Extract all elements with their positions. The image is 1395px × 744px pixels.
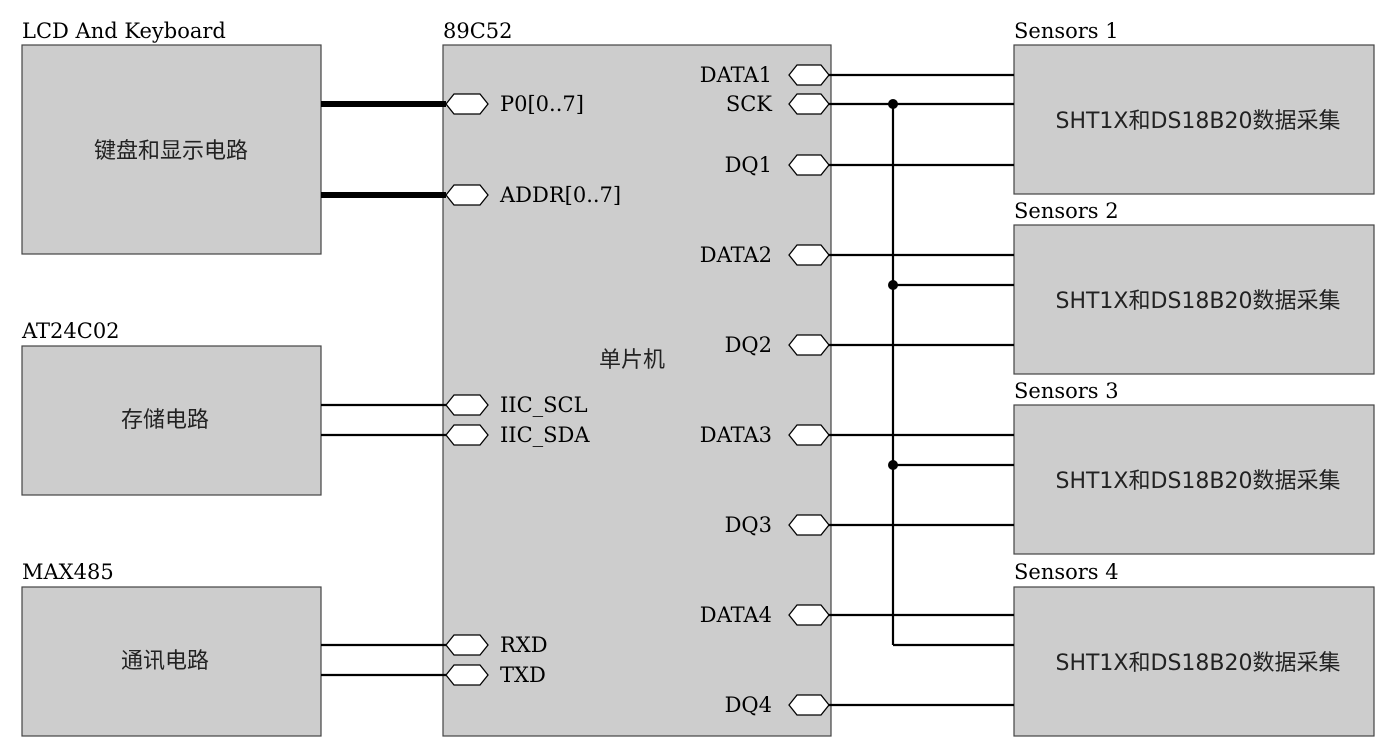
mcu-right-ports: DATA1 SCK DQ1 DATA2 DQ2 DATA3 DQ3 DATA4 … xyxy=(700,63,830,717)
sensor-box-4 xyxy=(1013,586,1375,737)
sensor-label-4: SHT1X和DS18B20数据采集 xyxy=(1055,651,1340,676)
lcd-keyboard-title: LCD And Keyboard xyxy=(22,19,226,43)
sensor-block-2: Sensors 2 SHT1X和DS18B20数据采集 xyxy=(1013,199,1375,375)
right-wires xyxy=(829,73,1014,707)
port-label-dq4: DQ4 xyxy=(725,693,772,717)
port-label-p0: P0[0..7] xyxy=(500,92,584,116)
lcd-keyboard-label: 键盘和显示电路 xyxy=(94,139,248,164)
mcu-title: 89C52 xyxy=(443,19,513,43)
port-label-data3: DATA3 xyxy=(700,423,772,447)
eeprom-title: AT24C02 xyxy=(21,319,120,343)
sensor-box-1 xyxy=(1013,44,1375,195)
sensor-block-3: Sensors 3 SHT1X和DS18B20数据采集 xyxy=(1013,379,1375,555)
port-data1 xyxy=(788,64,830,86)
sensor-box-3 xyxy=(1013,404,1375,555)
sensor-label-2: SHT1X和DS18B20数据采集 xyxy=(1055,289,1340,314)
eeprom-block: AT24C02 存储电路 xyxy=(21,319,322,496)
port-label-dq3: DQ3 xyxy=(725,513,772,537)
mcu-label: 单片机 xyxy=(599,348,665,373)
port-label-rxd: RXD xyxy=(500,633,548,657)
port-dq2 xyxy=(788,334,830,356)
sensor-box-2 xyxy=(1013,224,1375,375)
port-label-data2: DATA2 xyxy=(700,243,772,267)
eeprom-box xyxy=(21,345,322,496)
lcd-keyboard-box xyxy=(21,44,322,255)
sensor-label-1: SHT1X和DS18B20数据采集 xyxy=(1055,109,1340,134)
lcd-keyboard-block: LCD And Keyboard 键盘和显示电路 xyxy=(21,19,322,255)
port-label-iic-sda: IIC_SDA xyxy=(500,423,590,447)
port-label-iic-scl: IIC_SCL xyxy=(500,393,588,417)
mcu-block: 89C52 单片机 xyxy=(442,19,832,737)
sensor-block-4: Sensors 4 SHT1X和DS18B20数据采集 xyxy=(1013,560,1375,737)
comm-title: MAX485 xyxy=(22,560,114,584)
sensor-label-3: SHT1X和DS18B20数据采集 xyxy=(1055,469,1340,494)
eeprom-label: 存储电路 xyxy=(121,408,209,433)
port-rxd xyxy=(445,634,489,656)
sensor-block-1: Sensors 1 SHT1X和DS18B20数据采集 xyxy=(1013,19,1375,195)
port-label-data1: DATA1 xyxy=(700,63,772,87)
port-txd xyxy=(445,664,489,686)
sensor-title-1: Sensors 1 xyxy=(1014,19,1119,43)
port-label-sck: SCK xyxy=(726,92,772,116)
comm-label: 通讯电路 xyxy=(121,649,209,674)
port-data3 xyxy=(788,424,830,446)
port-data4 xyxy=(788,604,830,626)
port-label-data4: DATA4 xyxy=(700,603,772,627)
sensor-title-2: Sensors 2 xyxy=(1014,199,1119,223)
port-data2 xyxy=(788,244,830,266)
junction-dot-1 xyxy=(888,99,898,109)
port-label-txd: TXD xyxy=(500,663,546,687)
comm-block: MAX485 通讯电路 xyxy=(21,560,322,737)
port-label-dq2: DQ2 xyxy=(725,333,772,357)
comm-box xyxy=(21,586,322,737)
port-iic-scl xyxy=(445,394,489,416)
port-label-dq1: DQ1 xyxy=(725,153,772,177)
port-label-addr: ADDR[0..7] xyxy=(499,183,621,207)
junction-dot-2 xyxy=(888,280,898,290)
port-dq1 xyxy=(788,154,830,176)
junction-dot-3 xyxy=(888,460,898,470)
port-iic-sda xyxy=(445,424,489,446)
mcu-left-ports: P0[0..7] ADDR[0..7] IIC_SCL IIC_SDA RXD … xyxy=(445,92,621,687)
sensor-title-3: Sensors 3 xyxy=(1014,379,1119,403)
port-dq4 xyxy=(788,694,830,716)
port-sck xyxy=(788,93,830,115)
left-wires xyxy=(321,101,446,677)
mcu-box xyxy=(442,44,832,737)
port-p0 xyxy=(445,93,489,115)
port-dq3 xyxy=(788,514,830,536)
port-addr xyxy=(445,184,489,206)
sensor-title-4: Sensors 4 xyxy=(1014,560,1119,584)
